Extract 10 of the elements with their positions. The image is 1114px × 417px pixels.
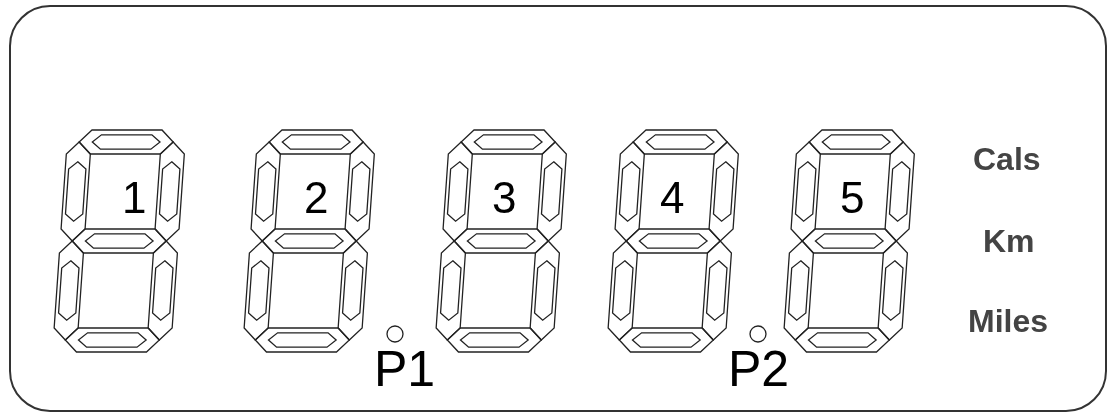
unit-label: Km: [983, 225, 1035, 257]
digit-number: 3: [492, 176, 517, 220]
unit-label: Miles: [968, 305, 1049, 337]
decimal-point-label: P2: [728, 344, 790, 394]
digit-number: 1: [122, 176, 147, 220]
unit-label: Cals: [973, 143, 1041, 175]
digit-number: 2: [304, 176, 329, 220]
decimal-point-label: P1: [374, 344, 436, 394]
digit-number: 5: [840, 176, 865, 220]
digit-number: 4: [660, 176, 685, 220]
